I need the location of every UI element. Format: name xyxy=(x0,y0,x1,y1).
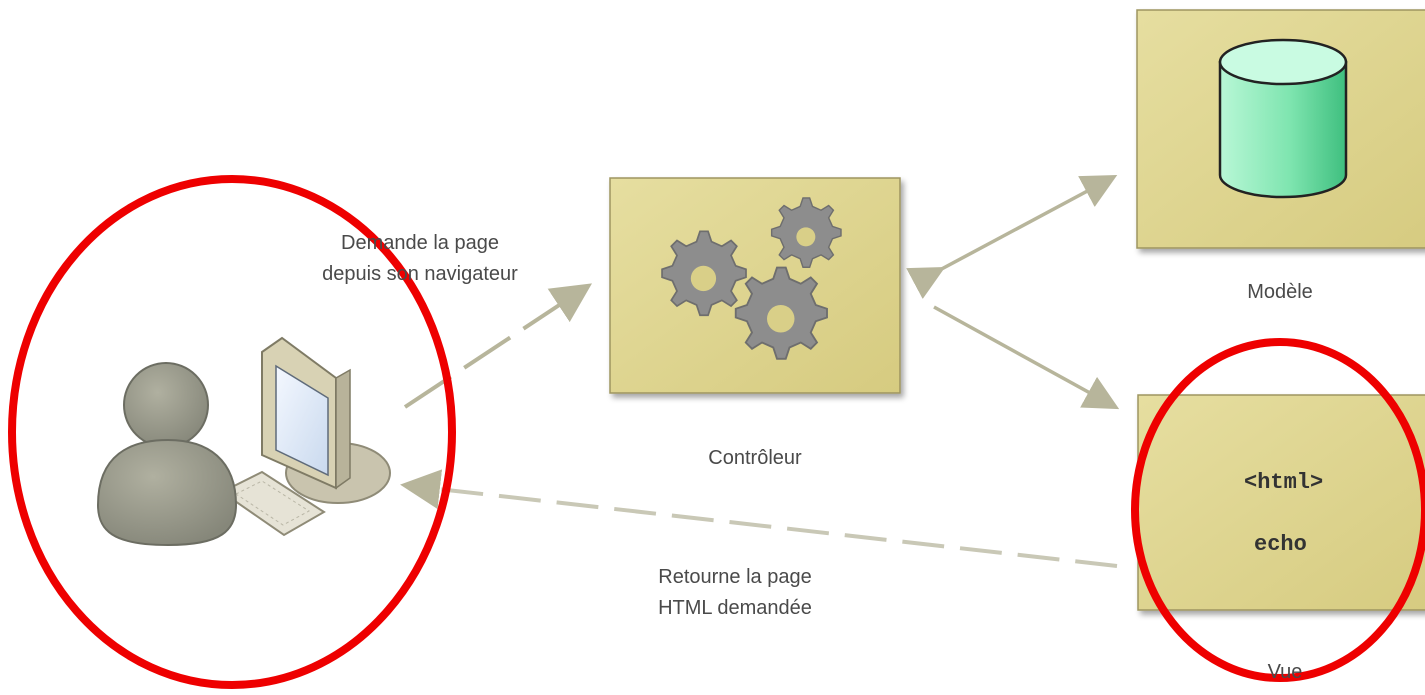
controller-view-arrow xyxy=(933,305,1120,410)
view-label: Vue xyxy=(1267,661,1303,683)
request-arrow xyxy=(403,283,593,409)
view-code-line2: echo xyxy=(1254,532,1307,557)
model-label: Modèle xyxy=(1247,281,1313,303)
response-arrow xyxy=(400,469,1118,568)
controller-model-arrow xyxy=(906,175,1118,299)
user-highlight-circle xyxy=(8,175,456,689)
view-code-line1: <html> xyxy=(1244,470,1324,495)
return-label-line1: Retourne la page xyxy=(658,566,812,588)
view-box xyxy=(1137,394,1425,611)
gears-icon xyxy=(661,197,842,360)
request-label-line1: Demande la page xyxy=(341,232,499,254)
request-label-line2: depuis son navigateur xyxy=(322,263,518,285)
user-at-computer-icon xyxy=(96,336,391,547)
database-cylinder-icon xyxy=(1218,38,1348,199)
return-label-line2: HTML demandée xyxy=(658,597,812,619)
controller-label: Contrôleur xyxy=(708,447,802,469)
view-highlight-circle xyxy=(1131,338,1425,682)
